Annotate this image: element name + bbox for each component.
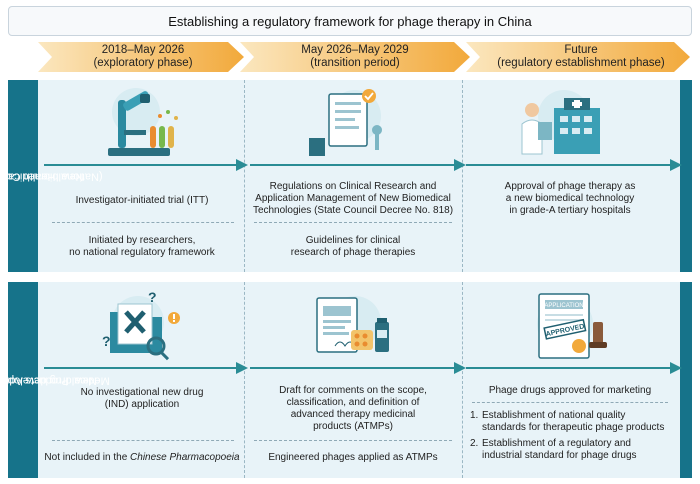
application-label: APPLICATION [544, 303, 583, 309]
diagram-title: Establishing a regulatory framework for … [8, 6, 692, 36]
dashed-separator [472, 402, 668, 403]
approved-document-icon: APPLICATION APPROVED [537, 293, 607, 359]
timeline-arrowhead [454, 362, 466, 374]
phase-arrows [38, 42, 690, 72]
timeline-arrowhead [454, 159, 466, 171]
column-divider [462, 282, 463, 478]
row-end-cap-1 [680, 80, 692, 272]
row1-col1-top: Investigator-initiated trial (ITT) [75, 195, 209, 206]
row-end-cap-2 [680, 282, 692, 478]
timeline-arrow-line [466, 367, 676, 369]
timeline-arrow-line [250, 367, 458, 369]
dashed-separator [254, 440, 452, 441]
column-divider [462, 80, 463, 272]
timeline-arrowhead [670, 362, 682, 374]
phase-arrow-1 [38, 42, 244, 72]
column-divider [244, 282, 245, 478]
phase-1-header: 2018–May 2026(exploratory phase) [93, 44, 193, 69]
row2-col2-top: Draft for comments on the scope, classif… [279, 385, 427, 432]
microscope-icon [108, 88, 178, 156]
hospital-doctor-icon [521, 90, 600, 155]
timeline-arrow-line [250, 164, 458, 166]
timeline-arrowhead [236, 159, 248, 171]
prescription-medicine-icon [316, 296, 389, 353]
regulation-documents-icon [309, 89, 382, 156]
rejected-folder-icon: ? ? [102, 289, 180, 361]
phase-2-header: May 2026–May 2029(transition period) [301, 44, 409, 69]
row2-col1-top: No investigational new drug (IND) applic… [80, 387, 204, 410]
phase-arrow-3 [466, 42, 690, 72]
timeline-arrow-line [44, 164, 242, 166]
row1-col3-top: Approval of phage therapy as a new biome… [504, 181, 636, 216]
phase-3-header: Future(regulatory establishment phase) [497, 44, 665, 69]
phase-arrow-2 [240, 42, 470, 72]
svg-text:?: ? [102, 333, 111, 349]
row2-col1-bottom: Not included in the Chinese Pharmacopoei… [44, 452, 240, 463]
row1-col2-bottom: Guidelines for clinical research of phag… [290, 235, 416, 258]
column-divider [244, 80, 245, 272]
dashed-separator [254, 222, 452, 223]
row2-col2-bottom: Engineered phages applied as ATMPs [268, 452, 438, 463]
timeline-arrowhead [236, 362, 248, 374]
row1-col1-bottom: Initiated by researchers, no national re… [69, 235, 215, 258]
row1-col2-top: Regulations on Clinical Research and App… [252, 181, 454, 216]
dashed-separator [52, 222, 234, 223]
dashed-separator [52, 440, 234, 441]
timeline-arrow-line [44, 367, 242, 369]
row-label-drug: New drug development (NationalMedical Pr… [0, 282, 110, 478]
row2-col3-top: Phage drugs approved for marketing [488, 385, 652, 396]
svg-text:?: ? [148, 289, 157, 305]
timeline-arrowhead [670, 159, 682, 171]
timeline-arrow-line [466, 164, 676, 166]
row-label-biomedical: New biomedical technology(National Healt… [0, 80, 103, 272]
